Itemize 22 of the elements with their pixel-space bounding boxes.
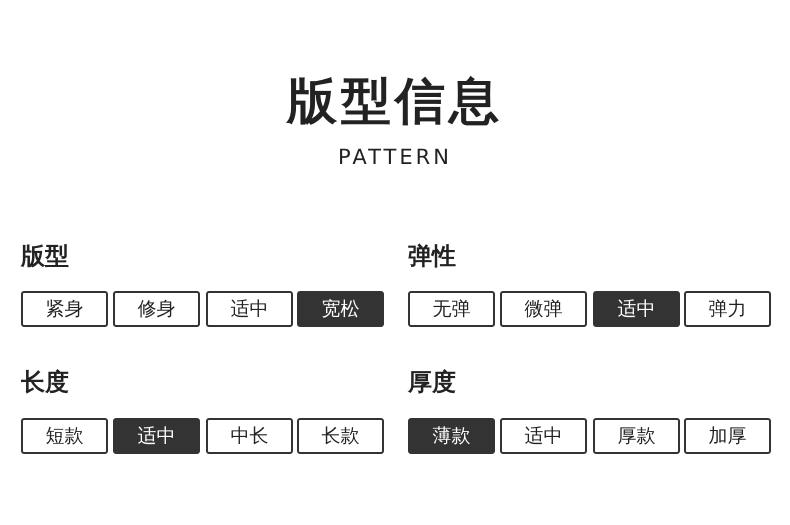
option-box: 短款 [21, 418, 108, 454]
option-box: 紧身 [21, 291, 108, 327]
selected-option-box: 薄款 [408, 418, 495, 454]
section-heading: 长度 [21, 367, 69, 398]
section-heading: 版型 [21, 241, 69, 272]
selected-option-box: 适中 [593, 291, 680, 327]
option-box: 修身 [113, 291, 200, 327]
option-box: 长款 [297, 418, 384, 454]
option-box: 微弹 [500, 291, 587, 327]
section-heading: 弹性 [408, 241, 456, 272]
option-box: 中长 [206, 418, 293, 454]
title: 版型信息 [285, 71, 504, 132]
option-box: 厚款 [593, 418, 680, 454]
section-heading: 厚度 [408, 367, 456, 398]
option-box: 加厚 [684, 418, 771, 454]
selected-option-box: 宽松 [297, 291, 384, 327]
option-box: 无弹 [408, 291, 495, 327]
option-box: 适中 [500, 418, 587, 454]
subtitle: PATTERN [337, 145, 453, 169]
option-box: 弹力 [684, 291, 771, 327]
selected-option-box: 适中 [113, 418, 200, 454]
option-box: 适中 [206, 291, 293, 327]
